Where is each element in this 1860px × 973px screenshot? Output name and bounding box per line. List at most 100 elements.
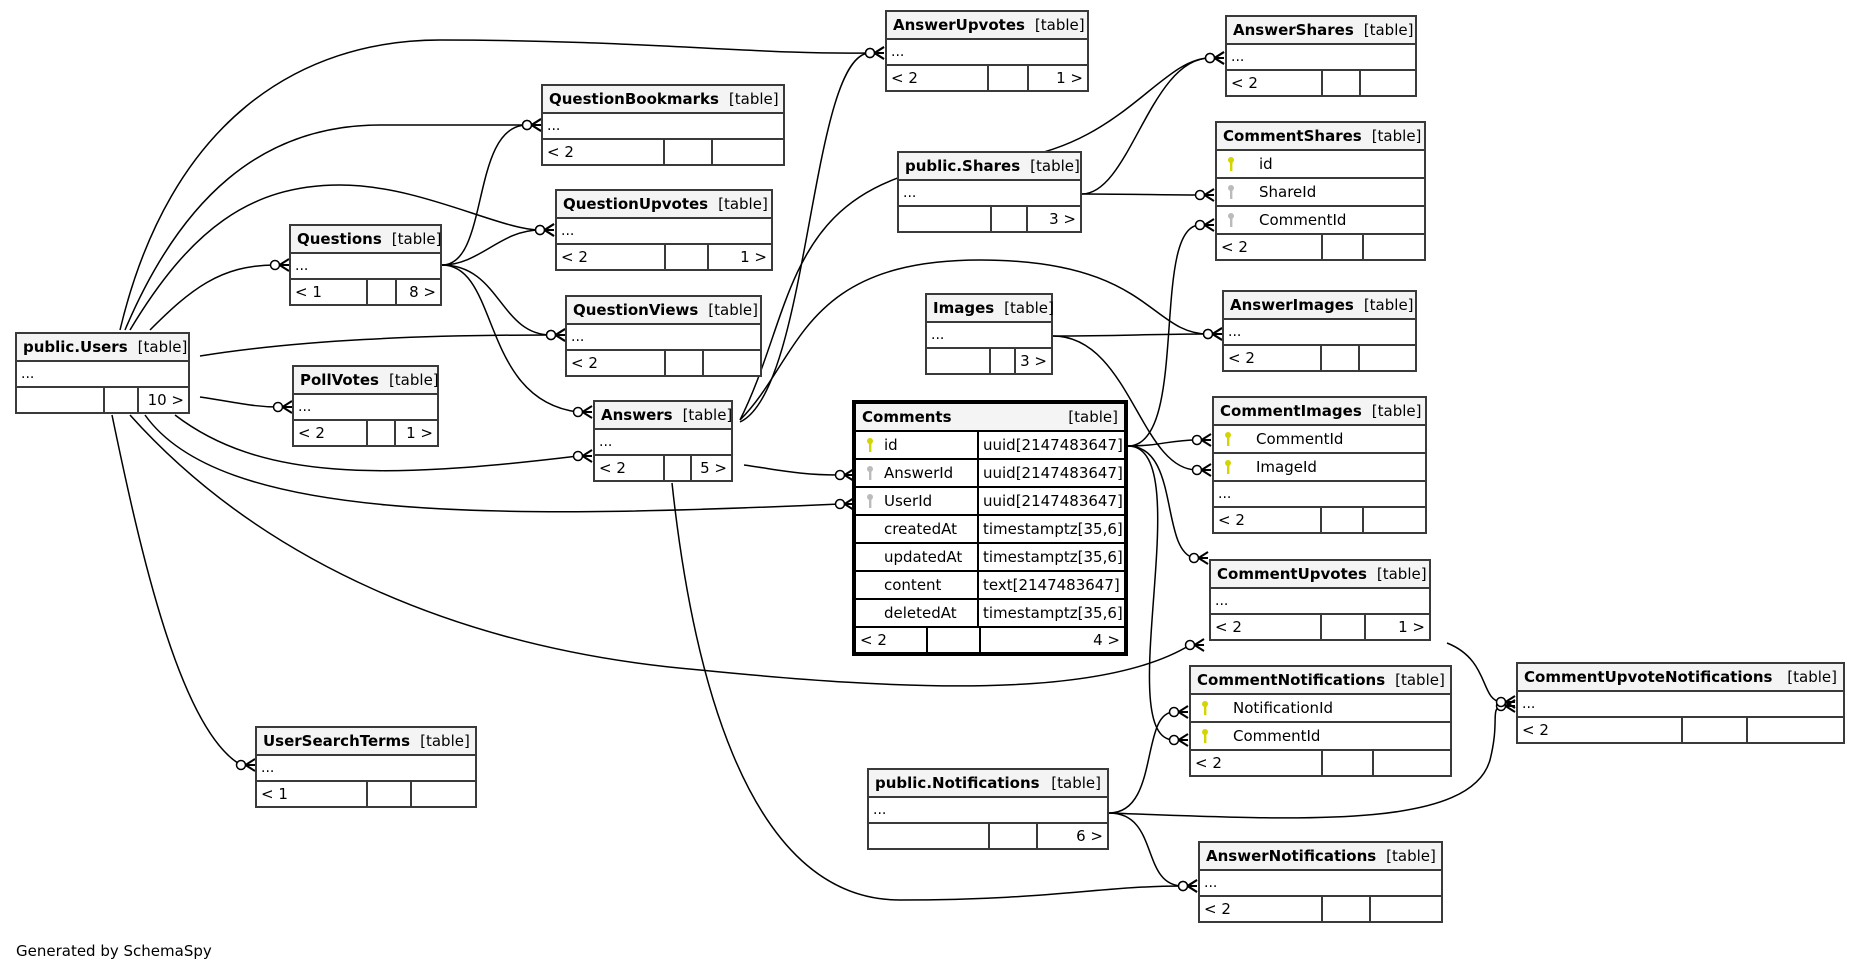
table-name[interactable]: Comments bbox=[862, 408, 952, 426]
table-name[interactable]: public.Users bbox=[23, 338, 128, 356]
column-row[interactable]: CommentId bbox=[1214, 426, 1425, 454]
children-count[interactable] bbox=[1357, 346, 1415, 370]
children-count[interactable] bbox=[1361, 235, 1424, 259]
children-count[interactable]: 1 > bbox=[1363, 615, 1429, 639]
parents-count[interactable]: < 2 bbox=[1221, 238, 1248, 256]
table-question-views[interactable]: QuestionViews[table] ... < 2 bbox=[565, 295, 762, 377]
parents-count[interactable]: < 1 bbox=[295, 283, 322, 301]
children-count[interactable]: 10 > bbox=[136, 388, 188, 412]
parents-count[interactable]: < 2 bbox=[561, 248, 588, 266]
parents-count[interactable] bbox=[17, 388, 103, 412]
parents-count[interactable]: < 2 bbox=[1228, 349, 1255, 367]
children-count[interactable]: 4 > bbox=[979, 628, 1124, 652]
parents-count[interactable]: < 2 bbox=[860, 631, 887, 649]
parents-count[interactable]: < 2 bbox=[599, 459, 626, 477]
table-name[interactable]: CommentNotifications bbox=[1197, 671, 1386, 689]
parents-count[interactable]: < 2 bbox=[1204, 900, 1231, 918]
parents-count[interactable] bbox=[927, 349, 989, 373]
table-comment-notifications[interactable]: CommentNotifications[table] Notification… bbox=[1189, 665, 1452, 777]
parents-count[interactable] bbox=[869, 824, 988, 848]
parents-count[interactable]: < 2 bbox=[1215, 618, 1242, 636]
table-name[interactable]: CommentShares bbox=[1223, 127, 1362, 145]
table-name[interactable]: AnswerUpvotes bbox=[893, 16, 1025, 34]
table-users[interactable]: public.Users[table] ... 10 > bbox=[15, 332, 190, 414]
children-count[interactable]: 6 > bbox=[1035, 824, 1107, 848]
column-row[interactable]: CommentId bbox=[1217, 207, 1424, 235]
column-row[interactable]: ShareId bbox=[1217, 179, 1424, 207]
children-count[interactable] bbox=[711, 140, 783, 164]
children-count[interactable]: 3 > bbox=[1013, 349, 1051, 373]
children-count[interactable] bbox=[409, 782, 475, 806]
table-name[interactable]: Questions bbox=[297, 230, 382, 248]
table-user-search-terms[interactable]: UserSearchTerms[table] ... < 1 bbox=[255, 726, 477, 808]
table-name[interactable]: QuestionBookmarks bbox=[549, 90, 719, 108]
table-comment-images[interactable]: CommentImages[table] CommentId ImageId .… bbox=[1212, 396, 1427, 534]
table-name[interactable]: AnswerNotifications bbox=[1206, 847, 1377, 865]
table-name[interactable]: PollVotes bbox=[300, 371, 379, 389]
children-count[interactable] bbox=[1372, 751, 1450, 775]
table-name[interactable]: UserSearchTerms bbox=[263, 732, 411, 750]
table-name[interactable]: CommentUpvoteNotifications bbox=[1524, 668, 1773, 686]
children-count[interactable] bbox=[1361, 508, 1425, 532]
table-question-bookmarks[interactable]: QuestionBookmarks[table] ... < 2 bbox=[541, 84, 785, 166]
table-answer-notifications[interactable]: AnswerNotifications[table] ... < 2 bbox=[1198, 841, 1443, 923]
table-name[interactable]: CommentImages bbox=[1220, 402, 1362, 420]
table-comment-shares[interactable]: CommentShares[table] id ShareId CommentI… bbox=[1215, 121, 1426, 261]
parents-count[interactable]: < 2 bbox=[571, 354, 598, 372]
table-answer-images[interactable]: AnswerImages[table] ... < 2 bbox=[1222, 290, 1417, 372]
column-row[interactable]: ImageId bbox=[1214, 454, 1425, 482]
table-name[interactable]: QuestionViews bbox=[573, 301, 699, 319]
table-name[interactable]: public.Notifications bbox=[875, 774, 1040, 792]
parents-count[interactable]: < 2 bbox=[1231, 74, 1258, 92]
children-count[interactable]: 5 > bbox=[690, 456, 731, 480]
children-count[interactable] bbox=[702, 351, 760, 375]
children-count[interactable]: 1 > bbox=[1027, 66, 1087, 90]
children-count[interactable] bbox=[1368, 897, 1441, 921]
table-shares[interactable]: public.Shares[table] ... 3 > bbox=[897, 151, 1082, 233]
column-type: timestamptz[35,6] bbox=[983, 548, 1123, 566]
crows-foot-icon bbox=[281, 400, 293, 414]
parents-count[interactable]: < 2 bbox=[298, 424, 325, 442]
column-row[interactable]: id bbox=[1217, 151, 1424, 179]
table-name[interactable]: Answers bbox=[601, 406, 673, 424]
column-row[interactable]: CommentId bbox=[1191, 723, 1450, 751]
table-images[interactable]: Images[table] ... 3 > bbox=[925, 293, 1054, 375]
parents-count[interactable]: < 2 bbox=[547, 143, 574, 161]
parents-count[interactable]: < 2 bbox=[1195, 754, 1222, 772]
children-count[interactable] bbox=[1745, 718, 1844, 742]
column-row[interactable]: NotificationId bbox=[1191, 695, 1450, 723]
table-comment-upvote-notifications[interactable]: CommentUpvoteNotifications[table] ... < … bbox=[1516, 662, 1845, 744]
children-count[interactable] bbox=[1358, 71, 1415, 95]
children-count[interactable]: 3 > bbox=[1025, 207, 1080, 231]
parents-count[interactable]: < 2 bbox=[891, 69, 918, 87]
children-count[interactable]: 8 > bbox=[395, 280, 440, 304]
parents-count[interactable] bbox=[899, 207, 990, 231]
table-answer-shares[interactable]: AnswerShares[table] ... < 2 bbox=[1225, 15, 1417, 97]
table-name[interactable]: Images bbox=[933, 299, 995, 317]
parents-count[interactable]: < 1 bbox=[261, 785, 288, 803]
children-count[interactable]: 1 > bbox=[706, 245, 771, 269]
table-notifications[interactable]: public.Notifications[table] ... 6 > bbox=[867, 768, 1109, 850]
parents-count[interactable]: < 2 bbox=[1218, 511, 1245, 529]
children-count[interactable]: 1 > bbox=[394, 421, 437, 445]
table-name[interactable]: QuestionUpvotes bbox=[563, 195, 709, 213]
table-name[interactable]: AnswerImages bbox=[1230, 296, 1354, 314]
parents-count[interactable]: < 2 bbox=[1522, 721, 1549, 739]
table-name[interactable]: CommentUpvotes bbox=[1217, 565, 1367, 583]
table-name[interactable]: public.Shares bbox=[905, 157, 1021, 175]
table-name[interactable]: AnswerShares bbox=[1233, 21, 1354, 39]
